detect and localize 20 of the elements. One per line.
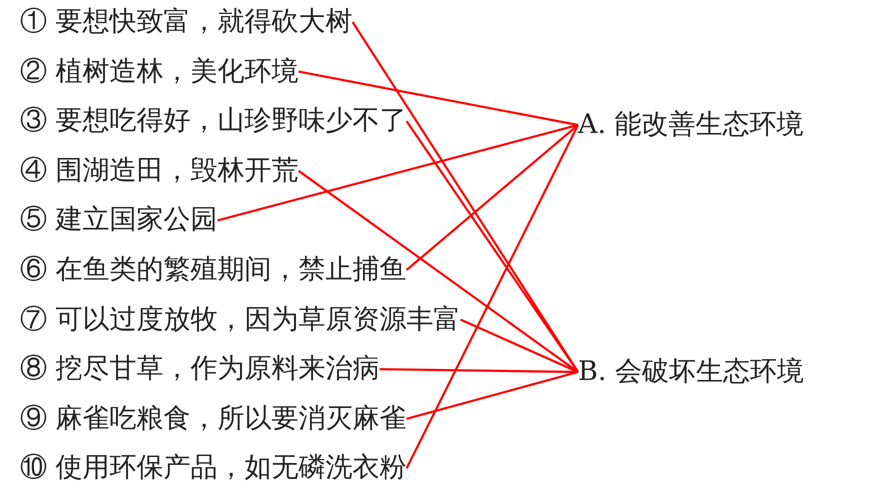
statement-text: ⑩ 使用环保产品，如无磷洗衣粉 [20, 453, 407, 484]
connector-line [406, 370, 578, 420]
connector-line [406, 124, 579, 271]
statement-text: ⑧ 挖尽甘草，作为原料来治病 [20, 354, 380, 384]
connector-line [217, 124, 578, 222]
connector-line [380, 368, 578, 374]
statement-text: ④ 围湖造田，毁林开荒 [20, 156, 299, 186]
option-text: B. 会破坏生态环境 [578, 357, 804, 387]
statement-text: ② 植树造林，美化环境 [20, 56, 299, 87]
statement-text: ③ 要想吃得好，山珍野味少不了 [20, 106, 407, 136]
statement-text: ⑨ 麻雀吃粮食，所以要消灭麻雀 [20, 404, 407, 434]
connector-line [406, 120, 579, 373]
statement-text: ⑥ 在鱼类的繁殖期间，禁止捕鱼 [20, 255, 407, 285]
statement-text: ① 要想快致富，就得砍大树 [20, 7, 353, 37]
option-text: A. 能改善生态环境 [578, 110, 804, 140]
statement-text: ⑤ 建立国家公园 [20, 205, 218, 236]
connector-line [406, 124, 579, 469]
statement-text: ⑦ 可以过度放牧，因为草原资源丰富 [20, 304, 461, 335]
connector-line [298, 70, 578, 126]
connector-line [298, 170, 579, 373]
